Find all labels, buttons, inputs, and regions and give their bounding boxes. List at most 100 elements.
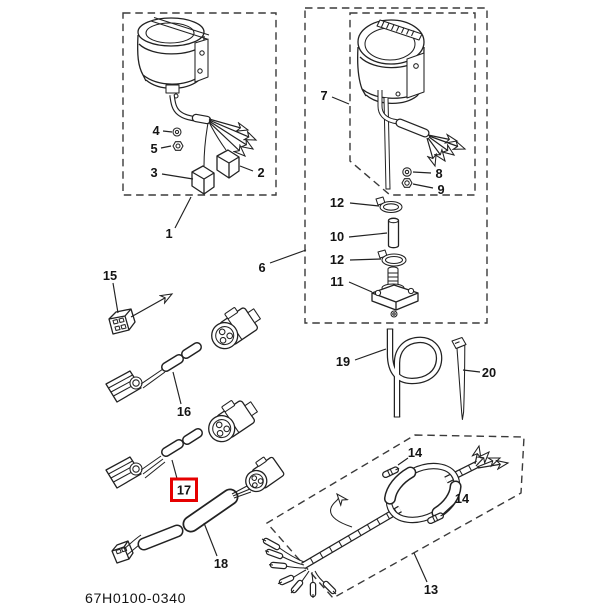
callout-13[interactable]: 13 [413, 552, 438, 597]
part-number[interactable]: 4 [152, 123, 160, 138]
part-number[interactable]: 18 [214, 556, 228, 571]
gauge-side-panel [194, 38, 209, 83]
leader-line [269, 249, 307, 264]
part-number[interactable]: 9 [437, 182, 444, 197]
hose-nipple-core [384, 97, 390, 190]
sheath-core [162, 355, 183, 371]
callout-9[interactable]: 9 [412, 182, 445, 197]
leader-line [112, 282, 119, 314]
callout-12b[interactable]: 12 [330, 252, 382, 267]
terminal-core [383, 467, 398, 477]
connector-drop-wires [203, 121, 227, 167]
part-number[interactable]: 13 [424, 582, 438, 597]
main-cable-core [444, 461, 480, 483]
pin-face-inner [248, 473, 264, 489]
assembly-7-boundary [349, 12, 476, 196]
part-number[interactable]: 14 [455, 491, 470, 506]
collar-ring-inner [132, 465, 140, 473]
part-number[interactable]: 11 [330, 274, 344, 289]
leader-line [462, 369, 481, 373]
callout-8[interactable]: 8 [412, 166, 443, 181]
diagram-code: 67H0100-0340 [85, 591, 186, 607]
callout-12a[interactable]: 12 [330, 195, 380, 210]
part-number[interactable]: 2 [257, 165, 264, 180]
pin [257, 478, 264, 484]
terminal-14a-art [382, 466, 400, 479]
tube-10-art [387, 217, 400, 249]
hose-clamp-12b-art [377, 249, 407, 267]
pin [226, 332, 234, 340]
part-number[interactable]: 15 [103, 268, 117, 283]
callout-15[interactable]: 15 [103, 268, 119, 314]
block-bolt [407, 287, 415, 295]
callout-4[interactable]: 4 [152, 123, 173, 138]
part-number[interactable]: 7 [320, 88, 327, 103]
part-number[interactable]: 6 [258, 260, 265, 275]
callout-19[interactable]: 19 [336, 348, 387, 369]
harness-wires [140, 455, 166, 479]
part-number[interactable]: 17 [177, 483, 191, 498]
part-number[interactable]: 3 [150, 165, 157, 180]
part-number[interactable]: 5 [150, 141, 157, 156]
trim-gauge-art [356, 19, 465, 190]
harness-wires [231, 485, 252, 499]
callout-1[interactable]: 1 [165, 196, 192, 241]
tube-19-art: 19 [336, 328, 443, 418]
pin [218, 328, 226, 336]
bullet-terminals-core [264, 539, 335, 596]
harness-16-art: 16 [105, 307, 261, 419]
wire-stem-core [378, 90, 399, 124]
part-number[interactable]: 16 [177, 404, 191, 419]
terminal-core [428, 513, 443, 523]
lead-wire [477, 463, 508, 468]
hatch-lines [381, 21, 415, 37]
callout-14a[interactable]: 14 [397, 445, 423, 466]
connector-3-art [191, 165, 215, 195]
connector-2-art [216, 149, 240, 179]
tie-head [451, 336, 467, 350]
callout-17-highlighted[interactable]: 17 [170, 459, 198, 502]
callout-6[interactable]: 6 [258, 249, 307, 275]
callout-7[interactable]: 7 [320, 88, 350, 105]
tube-end-caps [386, 328, 401, 418]
leader-line [239, 165, 254, 172]
wire-sheath-core [193, 115, 210, 123]
callout-18[interactable]: 18 [203, 522, 228, 571]
callout-16[interactable]: 16 [172, 371, 191, 419]
pin [251, 475, 258, 481]
lead-wire [475, 452, 489, 467]
callout-10[interactable]: 10 [330, 229, 388, 244]
callout-5[interactable]: 5 [150, 141, 172, 156]
callout-2[interactable]: 2 [239, 165, 265, 180]
part-number[interactable]: 19 [336, 354, 350, 369]
callout-3[interactable]: 3 [150, 165, 194, 180]
callout-14b[interactable]: 14 [441, 491, 470, 516]
part-number[interactable]: 12 [330, 195, 344, 210]
washer-8-art [402, 167, 412, 177]
collar-ring-inner [132, 379, 140, 387]
part-number[interactable]: 1 [165, 226, 172, 241]
part-number[interactable]: 10 [330, 229, 344, 244]
part-number[interactable]: 12 [330, 252, 344, 267]
part-number[interactable]: 14 [408, 445, 423, 460]
panel-screw [413, 63, 419, 69]
connector-cube [191, 165, 215, 195]
leader-line [161, 173, 194, 180]
part-number[interactable]: 8 [435, 166, 442, 181]
leader-line [203, 522, 218, 557]
panel-screw [199, 50, 205, 56]
nut-hole [175, 143, 181, 149]
pin-face-inner [212, 419, 232, 439]
pin [215, 421, 223, 429]
lead-wire [427, 137, 445, 161]
callout-20[interactable]: 20 [462, 365, 496, 380]
loop-sheath-core [385, 468, 415, 504]
callout-11[interactable]: 11 [330, 274, 373, 293]
round-connector [245, 456, 285, 493]
lead-wire [208, 119, 256, 140]
gauge-side-panel [406, 52, 425, 99]
part-number[interactable]: 20 [482, 365, 496, 380]
leader-line [412, 171, 432, 174]
